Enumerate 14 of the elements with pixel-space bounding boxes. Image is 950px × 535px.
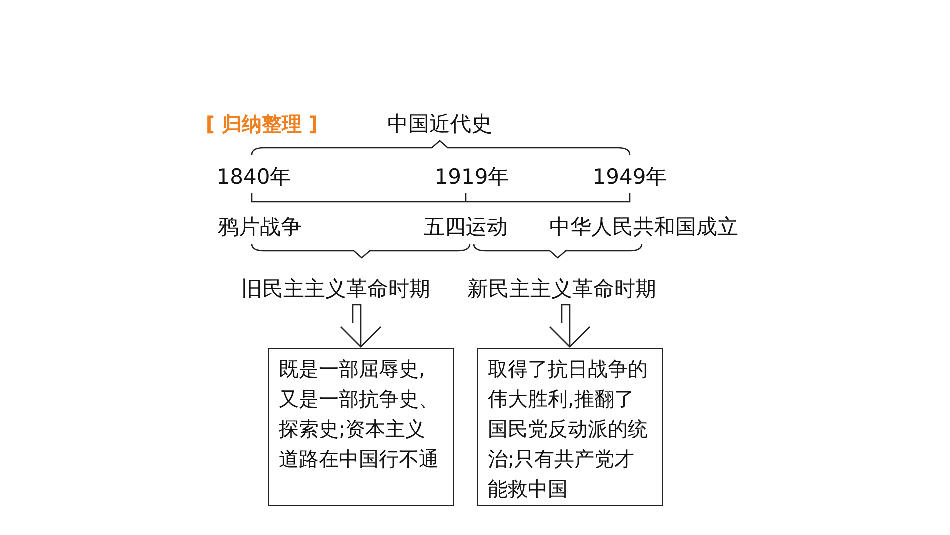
timeline-label: 鸦片战争 <box>218 216 302 240</box>
period-label: 新民主主义革命时期 <box>468 278 656 302</box>
summary-box: 取得了抗日战争的伟大胜利,推翻了国民党反动派的统治;只有共产党才能救中国 <box>477 348 663 506</box>
timeline-label: 1919年 <box>434 166 510 190</box>
timeline-label: 中华人民共和国成立 <box>550 216 738 240</box>
section-heading: [ 归纳整理 ] <box>206 113 318 135</box>
double-arrow <box>340 304 382 348</box>
timeline-label: 中国近代史 <box>388 113 492 136</box>
double-arrow <box>549 304 591 348</box>
timeline-label: 1949年 <box>592 166 668 190</box>
timeline-label: 1840年 <box>216 166 292 190</box>
timeline-label: 五四运动 <box>424 216 508 240</box>
summary-box: 既是一部屈辱史,又是一部抗争史、探索史;资本主义道路在中国行不通 <box>268 348 454 506</box>
period-label: 旧民主主义革命时期 <box>242 278 430 302</box>
